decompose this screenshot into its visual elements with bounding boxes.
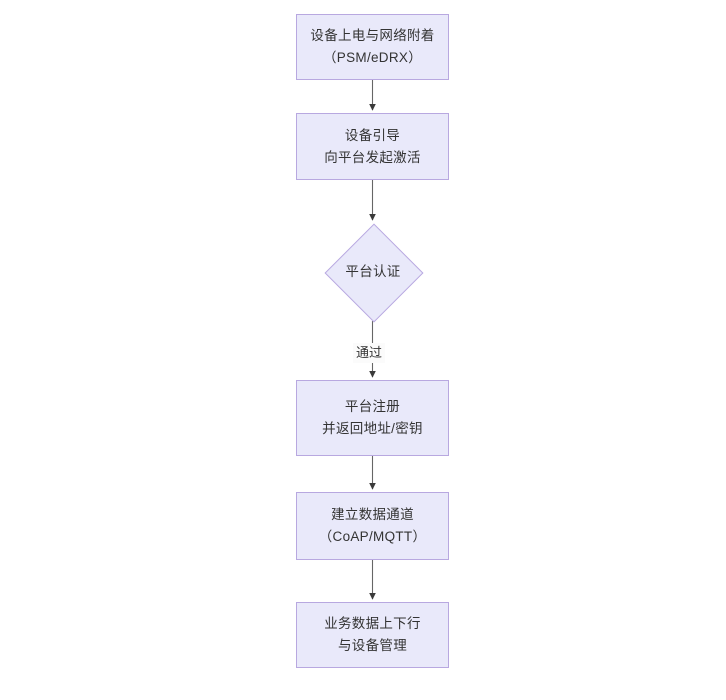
node-platform-registration[interactable]: 平台注册 并返回地址/密钥 (296, 380, 449, 456)
node-label-line1: 平台注册 (344, 399, 401, 414)
node-label-line1: 业务数据上下行 (324, 616, 421, 631)
node-device-power-on[interactable]: 设备上电与网络附着 （PSM/eDRX） (296, 14, 449, 80)
node-label-line1: 平台认证 (345, 263, 401, 279)
node-label-line1: 建立数据通道 (331, 507, 414, 522)
node-label-line2: 并返回地址/密钥 (322, 421, 423, 436)
node-label-line2: （PSM/eDRX） (322, 50, 423, 65)
edge-label-pass: 通过 (353, 343, 386, 363)
node-business-data-and-management[interactable]: 业务数据上下行 与设备管理 (296, 602, 449, 668)
node-establish-data-channel[interactable]: 建立数据通道 （CoAP/MQTT） (296, 492, 449, 560)
node-label-line1: 设备引导 (344, 127, 401, 143)
node-label-line2: 与设备管理 (338, 638, 407, 653)
node-device-bootstrap[interactable]: 设备引导 向平台发起激活 (296, 113, 449, 180)
node-label-line1: 设备上电与网络附着 (310, 28, 435, 43)
node-label-line2: （CoAP/MQTT） (318, 529, 427, 544)
node-platform-authentication[interactable]: 平台认证 (324, 222, 424, 322)
node-label-line2: 向平台发起激活 (324, 149, 421, 165)
